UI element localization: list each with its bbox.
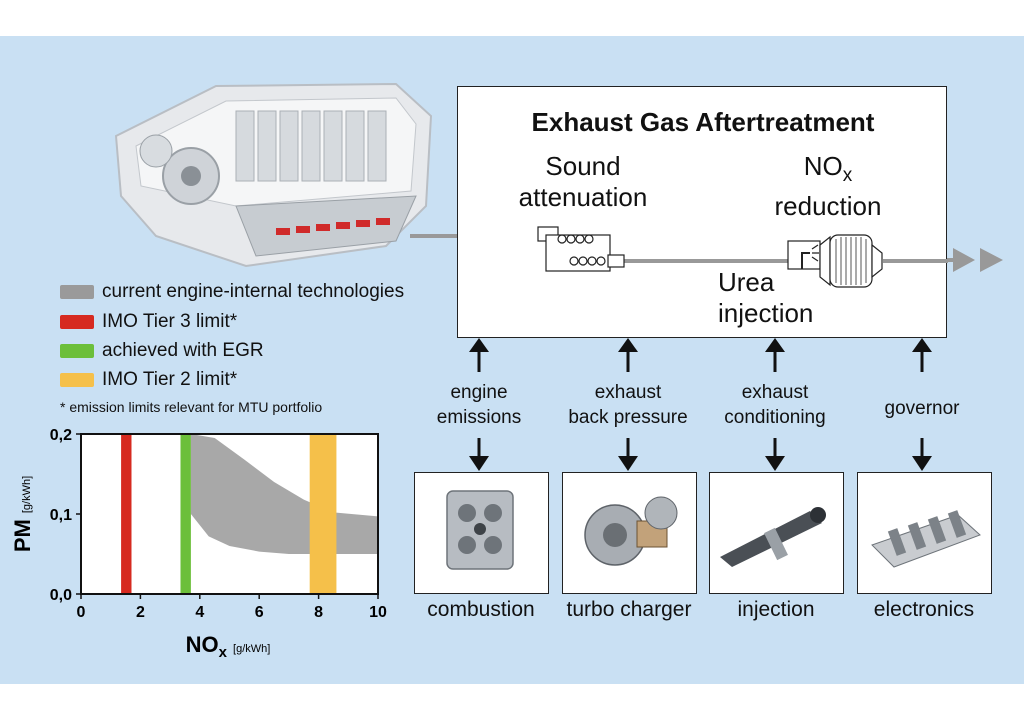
legend-swatch	[60, 285, 94, 299]
injector-icon	[720, 507, 826, 567]
silencer-icon	[537, 226, 625, 272]
footnote: * emission limits relevant for MTU portf…	[60, 399, 323, 415]
x-tick-label: 0	[77, 604, 86, 621]
chart-y-label: PM[g/kWh]	[10, 476, 35, 552]
engine-image	[114, 82, 433, 268]
urea-injection-label: Urea injection	[718, 267, 814, 328]
legend-item-tier3: IMO Tier 3 limit*	[60, 310, 237, 334]
interface-label-governor: governor	[884, 398, 960, 419]
turbocharger-icon	[584, 496, 678, 566]
urea-doser-icon	[787, 240, 821, 270]
component-label-electronics: electronics	[873, 598, 975, 621]
chart-x-label: NOx[g/kWh]	[186, 632, 271, 661]
pm-nox-chart: 0 2 4 6 8 10 0,0 0,1 0,2 PM[g/kWh] NOx[g/kWh]	[10, 427, 387, 661]
cylinder-head-icon	[446, 490, 514, 570]
legend-item-current: current engine-internal technologies	[60, 280, 404, 304]
aftertreatment-schematic	[537, 226, 948, 288]
combustion-box	[414, 472, 549, 594]
sound-attenuation-label: Sound attenuation	[518, 151, 648, 212]
limit-band-0	[121, 434, 132, 594]
y-tick-label: 0,1	[50, 507, 72, 524]
x-tick-label: 6	[255, 604, 264, 621]
component-label-combustion: combustion	[427, 598, 535, 621]
x-tick-label: 2	[136, 604, 145, 621]
limit-band-2	[309, 434, 337, 594]
component-label-turbo-charger: turbo charger	[566, 598, 692, 621]
legend-item-tier2: IMO Tier 2 limit*	[60, 368, 237, 392]
y-tick-label: 0,2	[50, 427, 72, 444]
turbocharger-box	[562, 472, 697, 594]
aftertreatment-box: Exhaust Gas Aftertreatment Sound attenua…	[457, 86, 948, 338]
limit-band-1	[180, 434, 191, 594]
nox-reduction-label: NOx reduction	[774, 151, 882, 222]
y-tick-label: 0,0	[50, 587, 72, 604]
aftertreatment-title: Exhaust Gas Aftertreatment	[531, 107, 875, 137]
legend-swatch	[60, 344, 94, 358]
scr-catalyst-icon	[819, 234, 883, 288]
legend-item-egr: achieved with EGR	[60, 339, 264, 363]
x-tick-label: 4	[195, 604, 204, 621]
legend-swatch	[60, 315, 94, 329]
x-tick-label: 10	[369, 604, 387, 621]
injection-box	[709, 472, 844, 594]
electronics-box	[857, 472, 992, 594]
x-tick-label: 8	[314, 604, 323, 621]
legend-swatch	[60, 373, 94, 387]
component-label-injection: injection	[737, 598, 815, 621]
electronics-icon	[871, 510, 981, 568]
